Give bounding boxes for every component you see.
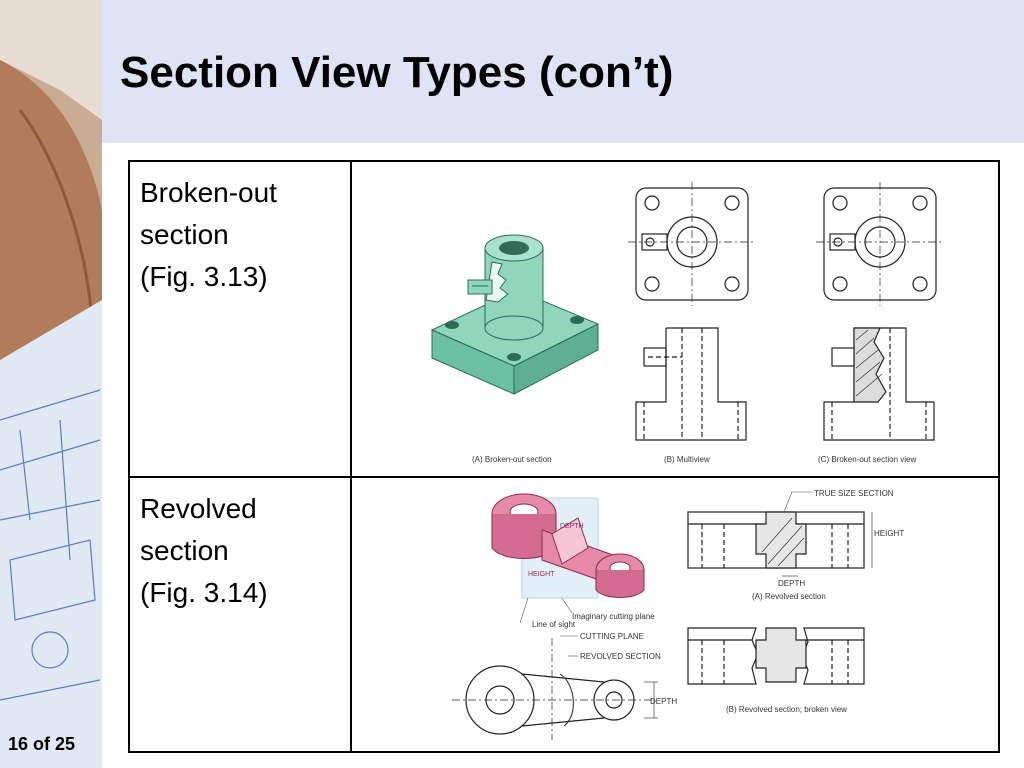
page-number: 16 of 25	[8, 734, 76, 754]
caption-c: (C) Broken-out section view	[818, 455, 916, 464]
row-label: Revolved section (Fig. 3.14)	[130, 478, 350, 614]
section-types-table: Broken-out section (Fig. 3.13)	[128, 160, 1000, 753]
height-label: HEIGHT	[874, 529, 904, 538]
decorative-photo-strip	[0, 0, 102, 768]
row-label-cell: Broken-out section (Fig. 3.13)	[128, 160, 352, 478]
caption-b: (B) Multiview	[664, 455, 710, 464]
figure-cell-broken-out: (A) Broken-out section (B) Multiview (C)…	[350, 160, 1000, 478]
broken-view-caption: (B) Revolved section; broken view	[726, 705, 847, 714]
isometric-part-pink: DEPTH HEIGHT	[491, 493, 645, 624]
iso-depth-label: DEPTH	[560, 523, 584, 530]
row-label-line: Revolved	[140, 493, 257, 524]
row-label-line: (Fig. 3.13)	[140, 261, 268, 292]
row-label-cell: Revolved section (Fig. 3.14)	[128, 476, 352, 753]
revolved-section-caption: (A) Revolved section	[752, 592, 826, 601]
revolved-front-view	[687, 511, 873, 577]
table-row-revolved: Revolved section (Fig. 3.14) DEPT	[128, 476, 1000, 753]
isometric-part-teal	[430, 234, 600, 395]
row-label: Broken-out section (Fig. 3.13)	[130, 162, 350, 298]
title-band	[102, 0, 1024, 143]
broken-out-section-figure: (A) Broken-out section (B) Multiview (C)…	[430, 182, 944, 464]
depth-short-label: DEPTH	[650, 697, 677, 706]
table-row-broken-out: Broken-out section (Fig. 3.13)	[128, 160, 1000, 478]
revolved-top-view	[452, 638, 658, 740]
row-label-line: (Fig. 3.14)	[140, 577, 268, 608]
multiview-front-view	[635, 327, 747, 441]
row-label-line: Broken-out	[140, 177, 277, 208]
multiview-top-view	[628, 182, 756, 306]
hand-and-blueprint-image	[0, 0, 102, 768]
revolved-section-label: REVOLVED SECTION	[580, 652, 661, 661]
true-size-section-label: TRUE SIZE SECTION	[814, 489, 894, 498]
broken-out-front-view	[823, 327, 935, 441]
slide-title: Section View Types (con’t)	[120, 48, 674, 97]
row-label-line: section	[140, 535, 229, 566]
revolved-section-figure: DEPTH HEIGHT Imaginary cutting plane Lin…	[452, 489, 904, 740]
row-label-line: section	[140, 219, 229, 250]
broken-view	[687, 627, 865, 685]
figure-cell-revolved: DEPTH HEIGHT Imaginary cutting plane Lin…	[350, 476, 1000, 753]
line-of-sight-label: Line of sight	[532, 620, 576, 629]
broken-out-top-view	[816, 182, 944, 306]
imaginary-cutting-plane-label: Imaginary cutting plane	[572, 612, 655, 621]
caption-a: (A) Broken-out section	[472, 455, 552, 464]
depth-label: DEPTH	[778, 579, 805, 588]
iso-height-label: HEIGHT	[528, 571, 555, 578]
cutting-plane-label: CUTTING PLANE	[580, 632, 644, 641]
